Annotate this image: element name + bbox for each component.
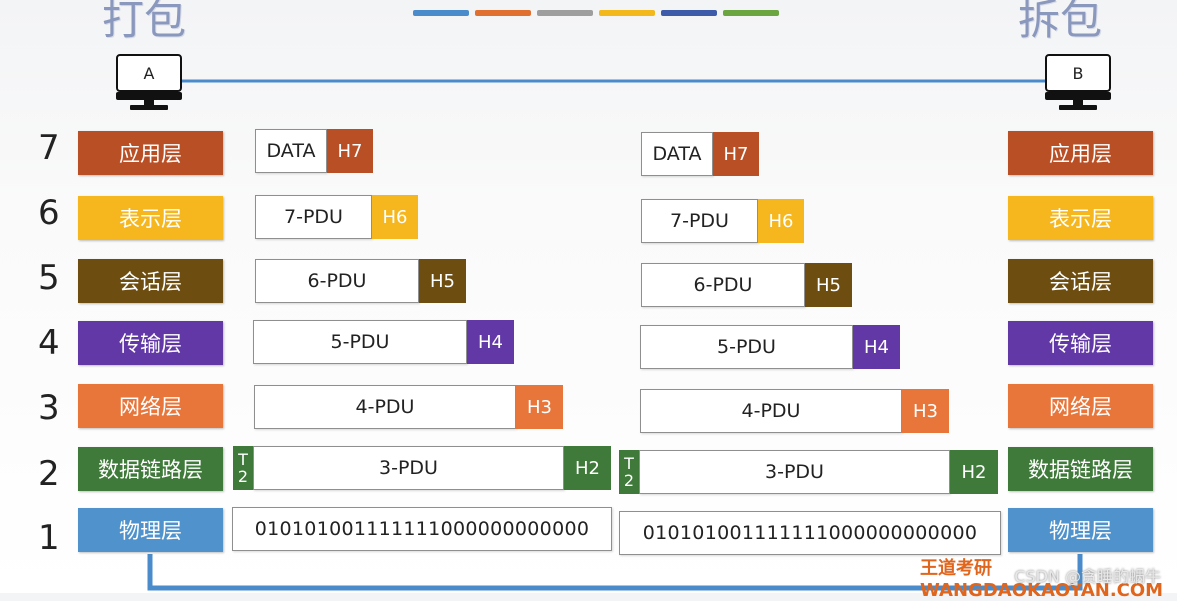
right-l5-header: H5 [805,263,852,307]
right-l2-header: H2 [950,450,998,494]
left-l7-header: H7 [327,129,373,173]
left-l7-data: DATA [255,129,327,173]
color-strip-segment [723,10,779,16]
right-l4-pdu-text: 5-PDU [717,336,776,358]
left-l1-bits-text: 010101001111111000000000000 [254,518,590,540]
right-l1-bitstream: 010101001111111000000000000 [619,511,1001,555]
left-l3-header: H3 [516,385,563,429]
color-strip-segment [599,10,655,16]
left-layer-datalink: 数据链路层 [78,447,223,491]
right-layer-network: 网络层 [1008,384,1153,428]
left-l5-pdu-text: 6-PDU [307,270,367,292]
left-l3-pdu-text: 4-PDU [355,396,415,418]
right-layer-datalink: 数据链路层 [1008,447,1153,491]
left-l5-pdu: 6-PDU [255,259,419,303]
host-a-computer-icon: A [116,54,182,112]
left-l3-pdu: 4-PDU [254,385,516,429]
host-b-label: B [1045,54,1111,92]
left-l6-pdu-text: 7-PDU [284,206,343,228]
left-l7-data-text: DATA [266,140,316,162]
right-l5-pdu: 6-PDU [641,263,805,307]
right-l2-pdu: 3-PDU [639,450,950,494]
left-l5-header: H5 [419,259,466,303]
left-l2-trailer-2: 2 [237,467,249,486]
layer-number-1: 1 [38,518,60,558]
layer-number-5: 5 [38,258,60,298]
host-b-computer-icon: B [1045,54,1111,112]
left-layer-session: 会话层 [78,259,223,303]
left-l4-pdu: 5-PDU [253,320,467,364]
right-layer-application: 应用层 [1008,131,1153,175]
left-l6-header: H6 [372,195,418,239]
left-l2-header: H2 [564,446,611,490]
right-l2-trailer-2: 2 [623,471,635,490]
right-l5-pdu-text: 6-PDU [693,274,753,296]
color-strip-segment [661,10,717,16]
physical-link-line [147,554,1083,591]
right-l2-trailer: T 2 [619,450,639,494]
left-l2-trailer-t: T [238,450,248,469]
layer-number-3: 3 [38,388,60,428]
right-l4-header: H4 [853,325,900,369]
left-l2-pdu: 3-PDU [253,446,564,490]
layer-number-4: 4 [38,323,60,363]
color-strip-segment [475,10,531,16]
left-l6-pdu: 7-PDU [255,195,372,239]
right-l6-header: H6 [758,199,804,243]
pack-title: 打包 [102,0,187,44]
left-layer-transport: 传输层 [78,321,223,365]
layer-number-6: 6 [38,193,60,233]
left-l4-pdu-text: 5-PDU [330,331,390,353]
right-l2-pdu-text: 3-PDU [765,461,824,483]
watermark: CSDN @贪睡的蜗牛 [1014,567,1161,586]
right-l3-pdu: 4-PDU [640,389,902,433]
left-l1-bitstream: 010101001111111000000000000 [232,507,612,551]
left-layer-presentation: 表示层 [78,196,223,240]
left-layer-physical: 物理层 [78,508,223,552]
right-layer-session: 会话层 [1008,259,1153,303]
right-l6-pdu-text: 7-PDU [670,210,729,232]
right-l1-bits-text: 010101001111111000000000000 [642,522,978,544]
left-layer-application: 应用层 [78,131,223,175]
layer-number-2: 2 [38,454,60,494]
right-layer-physical: 物理层 [1008,508,1153,552]
left-l2-pdu-text: 3-PDU [379,457,438,479]
right-l2-trailer-t: T [624,454,634,473]
right-l7-data-text: DATA [652,143,702,165]
left-layer-network: 网络层 [78,384,223,428]
right-l3-pdu-text: 4-PDU [741,400,801,422]
left-l2-trailer: T 2 [233,446,253,490]
color-strip-segment [537,10,593,16]
layer-number-7: 7 [38,128,60,168]
right-l7-header: H7 [713,132,759,176]
left-l4-header: H4 [467,320,514,364]
right-l6-pdu: 7-PDU [641,199,758,243]
right-l7-data: DATA [641,132,713,176]
right-l4-pdu: 5-PDU [640,325,853,369]
right-layer-transport: 传输层 [1008,321,1153,365]
unpack-title: 拆包 [1018,0,1103,44]
host-a-label: A [116,54,182,92]
right-layer-presentation: 表示层 [1008,196,1153,240]
color-strip-segment [413,10,469,16]
right-l3-header: H3 [902,389,949,433]
